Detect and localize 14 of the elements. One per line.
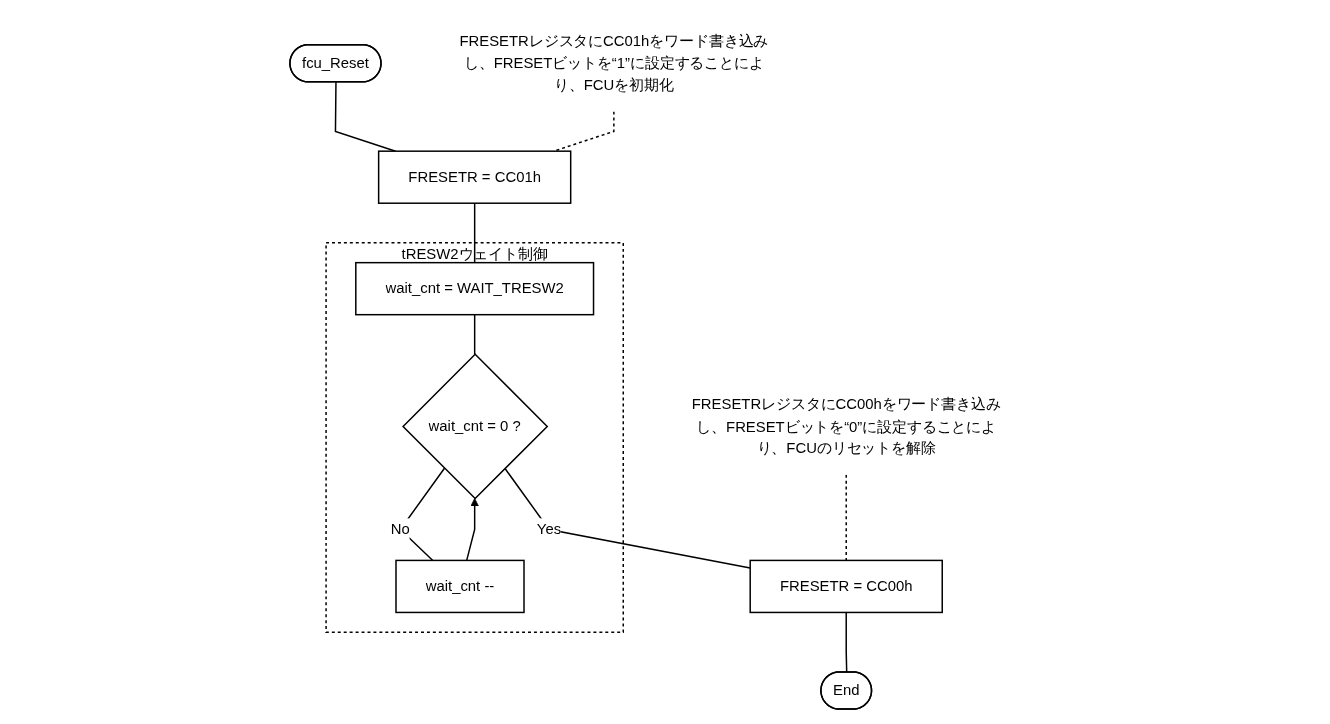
node-text: FRESETRレジスタにCC00hをワード書き込みし、FRESETビットを“0”に設定することにより、FCUのリセットを解除 xyxy=(692,394,1001,457)
connector xyxy=(845,473,848,562)
connector xyxy=(474,313,476,356)
node-text: FRESETRレジスタにCC01hをワード書き込みし、FRESETビットを“1”に設定することにより、FCUを初期化 xyxy=(459,31,769,94)
connector xyxy=(553,110,615,152)
node-box: wait_cnt -- xyxy=(395,559,526,614)
node-box: FRESETR = CC00h xyxy=(749,559,944,614)
connector xyxy=(474,202,476,264)
node-diamond: wait_cnt = 0 ? xyxy=(402,353,549,500)
node-box: wait_cnt = WAIT_TRESW2 xyxy=(355,261,595,316)
node-box: FRESETR = CC01h xyxy=(378,150,572,204)
edge-label: No xyxy=(391,520,411,538)
arrow xyxy=(466,498,480,562)
edge-label: Yes xyxy=(537,520,562,538)
